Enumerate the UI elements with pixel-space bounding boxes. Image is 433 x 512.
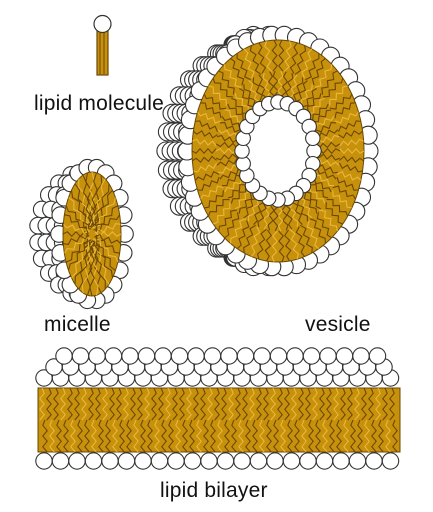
- bilayer-bottom-head-groups: [36, 453, 399, 469]
- lipid-molecule-icon: [94, 16, 111, 76]
- bilayer-top-head-groups: [36, 348, 399, 386]
- lipid-molecule-label: lipid molecule: [34, 92, 164, 116]
- vesicle-label: vesicle: [305, 313, 371, 337]
- lipid-bilayer-label: lipid bilayer: [160, 479, 268, 503]
- micelle-icon: [30, 159, 134, 308]
- micelle-label: micelle: [44, 313, 111, 337]
- lipid-bilayer-icon: [36, 348, 400, 469]
- vesicle-icon: [157, 26, 378, 275]
